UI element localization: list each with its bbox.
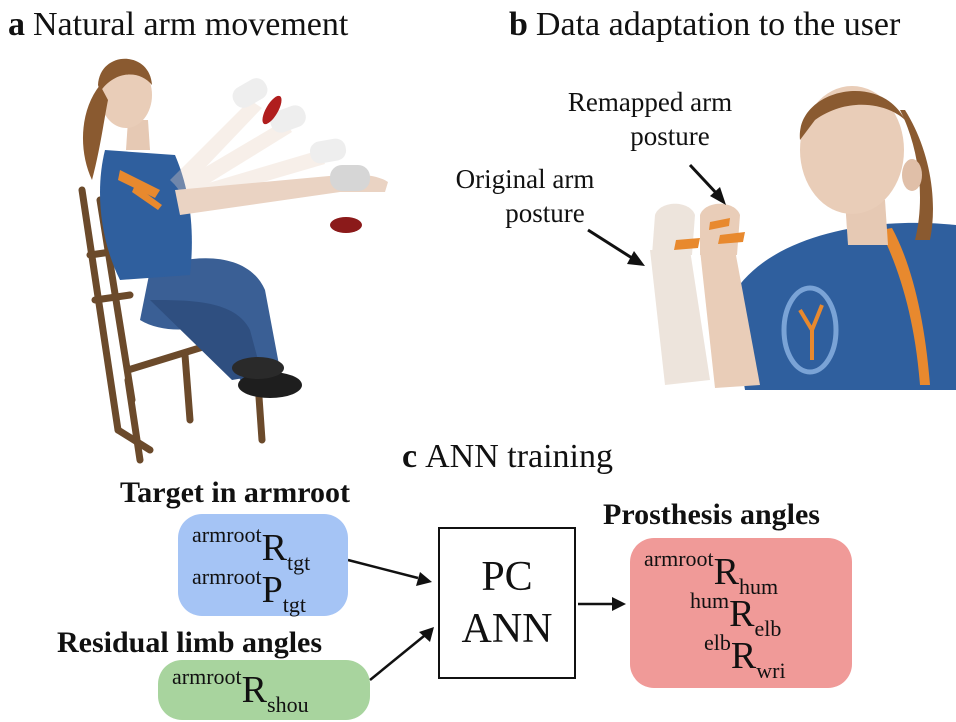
residual-box: armrootRshou <box>158 660 370 720</box>
avatar-closeup-illustration <box>650 86 956 390</box>
residual-box-title: Residual limb angles <box>57 626 323 659</box>
panel-c-letter: c <box>402 438 418 475</box>
target-box-title: Target in armroot <box>120 476 350 509</box>
callout-arrows <box>587 163 726 266</box>
prosthesis-humerus-symbol: armrootRhum <box>644 546 779 599</box>
prosthesis-elbow-symbol: humRelb <box>690 588 782 641</box>
remapped-posture-callout: Remapped arm posture <box>545 86 755 154</box>
prosthesis-box-title: Prosthesis angles <box>603 498 820 531</box>
panel-c-title-text: ANN training <box>425 438 614 475</box>
residual-rotation-symbol: armrootRshou <box>172 664 309 717</box>
original-callout-line2: posture <box>505 197 585 228</box>
flow-arrows <box>347 558 626 681</box>
pc-ann-box: PC ANN <box>438 527 576 679</box>
pc-label: PC <box>481 553 533 600</box>
panel-a-letter: a <box>8 6 25 43</box>
remapped-callout-line1: Remapped arm <box>567 87 733 117</box>
panel-a-title-text: Natural arm movement <box>33 6 349 43</box>
panel-b-title-text: Data adaptation to the user <box>535 6 901 43</box>
remapped-callout-line2: posture <box>630 120 710 151</box>
prosthesis-wrist-symbol: elbRwri <box>704 630 786 683</box>
ann-label: ANN <box>461 606 553 652</box>
original-callout-line1: Original arm <box>455 164 595 194</box>
target-rotation-symbol: armrootRtgt <box>192 522 311 575</box>
target-position-symbol: armrootPtgt <box>192 564 307 617</box>
target-box: armrootRtgt armrootPtgt <box>178 514 348 616</box>
seated-avatar-illustration <box>78 58 388 464</box>
prosthesis-box: armrootRhum humRelb elbRwri <box>630 538 852 688</box>
original-posture-callout: Original arm posture <box>435 163 615 231</box>
panel-b-letter: b <box>509 6 528 43</box>
